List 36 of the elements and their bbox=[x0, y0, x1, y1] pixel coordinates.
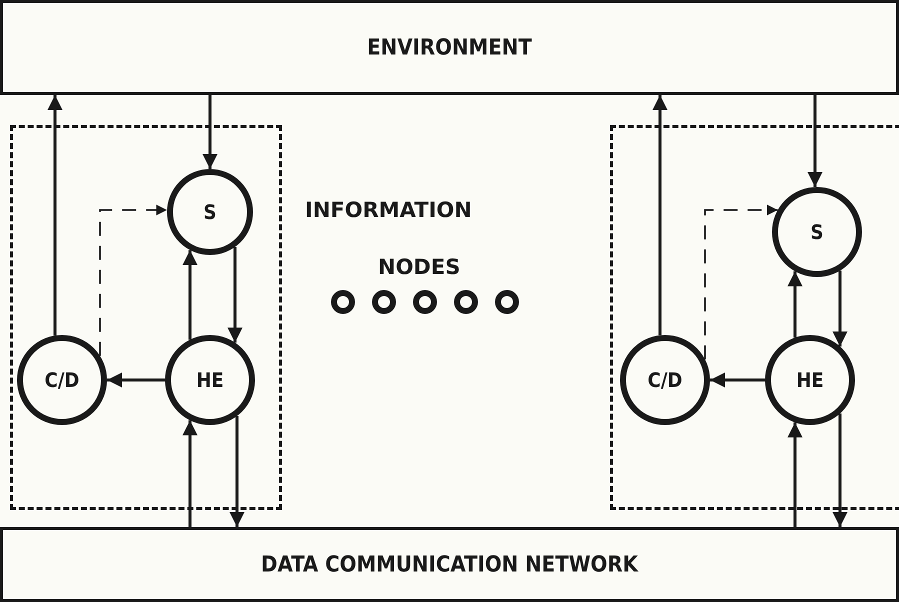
dashed-arrow bbox=[99, 204, 168, 356]
arrow bbox=[710, 372, 765, 388]
circle-label: C/D bbox=[646, 368, 684, 392]
function-circle bbox=[620, 335, 710, 425]
box-title: DATA COMMUNICATION NETWORK bbox=[260, 552, 640, 577]
circle-label: HE bbox=[195, 368, 225, 392]
arrow bbox=[48, 95, 62, 336]
arrow bbox=[228, 246, 242, 343]
system-box bbox=[0, 0, 899, 95]
arrow bbox=[832, 270, 848, 346]
circle-label: C/D bbox=[44, 368, 80, 392]
function-circle bbox=[765, 335, 855, 425]
arrow bbox=[202, 95, 218, 169]
caption-text: INFORMATION bbox=[305, 198, 472, 222]
node-boundary-box bbox=[610, 125, 899, 510]
arrow bbox=[808, 95, 822, 188]
arrow bbox=[182, 420, 198, 527]
circle-label: HE bbox=[795, 368, 825, 392]
arrow bbox=[182, 250, 198, 340]
arrow bbox=[652, 95, 668, 336]
node-boundary-box bbox=[10, 125, 282, 510]
function-circle bbox=[772, 187, 862, 277]
circle-label: S bbox=[810, 220, 824, 244]
arrow bbox=[107, 372, 165, 388]
arrow bbox=[788, 271, 802, 338]
function-circle bbox=[165, 335, 255, 425]
box-title: ENVIRONMENT bbox=[366, 35, 533, 60]
arrow bbox=[230, 416, 244, 527]
system-box bbox=[0, 527, 899, 602]
circle-label: S bbox=[202, 200, 218, 224]
dashed-arrow bbox=[704, 204, 778, 360]
function-circle bbox=[167, 169, 253, 255]
caption-text: NODES bbox=[378, 255, 460, 279]
arrow bbox=[788, 422, 802, 527]
arrow bbox=[832, 414, 848, 527]
function-circle bbox=[17, 335, 107, 425]
